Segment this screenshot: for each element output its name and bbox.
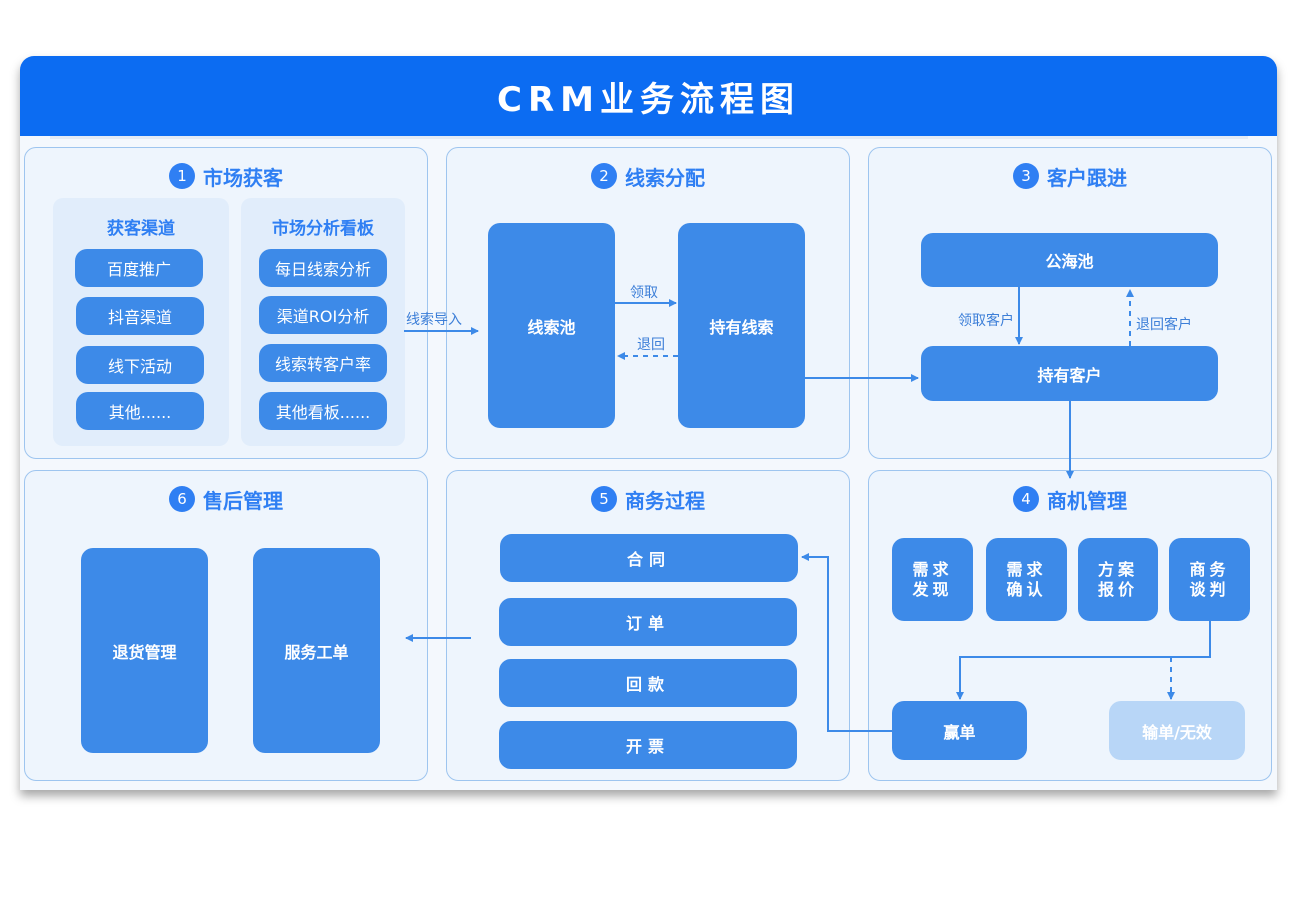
claim-customer-label: 领取客户	[958, 313, 1014, 329]
dashboard-channel-roi[interactable]: 渠道ROI分析	[259, 296, 387, 334]
claim-label: 领取	[630, 285, 658, 301]
step-need-confirm-label: 需求 确认	[1006, 559, 1047, 599]
owned-leads-box[interactable]: 持有线索	[678, 223, 805, 428]
channel-douyin[interactable]: 抖音渠道	[76, 297, 204, 335]
panel-leads-label: 线索分配	[625, 165, 705, 190]
step-number: 4	[1013, 486, 1039, 512]
channel-other[interactable]: 其他......	[76, 392, 204, 430]
lead-import-label: 线索导入	[406, 312, 462, 328]
panel-aftersale-label: 售后管理	[203, 488, 283, 513]
returns-box[interactable]: 退货管理	[81, 548, 208, 753]
step-number: 2	[591, 163, 617, 189]
panel-opportunity-label: 商机管理	[1047, 488, 1127, 513]
dashboard-conversion[interactable]: 线索转客户率	[259, 344, 387, 382]
header-divider	[50, 136, 1248, 139]
public-pool-box[interactable]: 公海池	[921, 233, 1218, 287]
step-quotation-label: 方案 报价	[1097, 559, 1138, 599]
step-number: 1	[169, 163, 195, 189]
panel-opportunity-title: 4 商机管理	[869, 485, 1271, 513]
dashboards-group: 市场分析看板 每日线索分析 渠道ROI分析 线索转客户率 其他看板......	[241, 198, 405, 446]
step-need-discovery[interactable]: 需求 发现	[892, 538, 973, 621]
step-negotiation-label: 商务 谈判	[1189, 559, 1230, 599]
win-box[interactable]: 赢单	[892, 701, 1027, 760]
lead-pool-box[interactable]: 线索池	[488, 223, 615, 428]
step-number: 6	[169, 486, 195, 512]
invoice-box[interactable]: 开票	[499, 721, 797, 769]
channel-offline[interactable]: 线下活动	[76, 346, 204, 384]
channels-group: 获客渠道 百度推广 抖音渠道 线下活动 其他......	[53, 198, 229, 446]
step-number: 5	[591, 486, 617, 512]
step-negotiation[interactable]: 商务 谈判	[1169, 538, 1250, 621]
panel-follow-label: 客户跟进	[1047, 165, 1127, 190]
panel-business-label: 商务过程	[625, 488, 705, 513]
return-label: 退回	[637, 337, 665, 353]
step-quotation[interactable]: 方案 报价	[1078, 538, 1158, 621]
panel-market: 1 市场获客 获客渠道 百度推广 抖音渠道 线下活动 其他...... 市场分析…	[24, 147, 428, 459]
panel-business-title: 5 商务过程	[447, 485, 849, 513]
step-need-confirm[interactable]: 需求 确认	[986, 538, 1067, 621]
channel-baidu[interactable]: 百度推广	[75, 249, 203, 287]
return-customer-label: 退回客户	[1136, 317, 1192, 333]
panel-follow: 3 客户跟进	[868, 147, 1272, 459]
page-title: CRM业务流程图	[497, 79, 800, 120]
dashboard-other[interactable]: 其他看板......	[259, 392, 387, 430]
header: CRM业务流程图	[20, 56, 1277, 136]
lose-box[interactable]: 输单/无效	[1109, 701, 1245, 760]
dashboards-title: 市场分析看板	[272, 219, 374, 239]
contract-box[interactable]: 合同	[500, 534, 798, 582]
owned-customers-box[interactable]: 持有客户	[921, 346, 1218, 401]
order-box[interactable]: 订单	[499, 598, 797, 646]
panel-follow-title: 3 客户跟进	[869, 162, 1271, 190]
panel-market-title: 1 市场获客	[25, 162, 427, 190]
payment-box[interactable]: 回款	[499, 659, 797, 707]
panel-leads-title: 2 线索分配	[447, 162, 849, 190]
step-number: 3	[1013, 163, 1039, 189]
panel-aftersale-title: 6 售后管理	[25, 485, 427, 513]
channels-title: 获客渠道	[107, 219, 175, 239]
service-ticket-box[interactable]: 服务工单	[253, 548, 380, 753]
panel-market-label: 市场获客	[203, 165, 283, 190]
dashboard-daily-leads[interactable]: 每日线索分析	[259, 249, 387, 287]
step-need-discovery-label: 需求 发现	[912, 559, 953, 599]
